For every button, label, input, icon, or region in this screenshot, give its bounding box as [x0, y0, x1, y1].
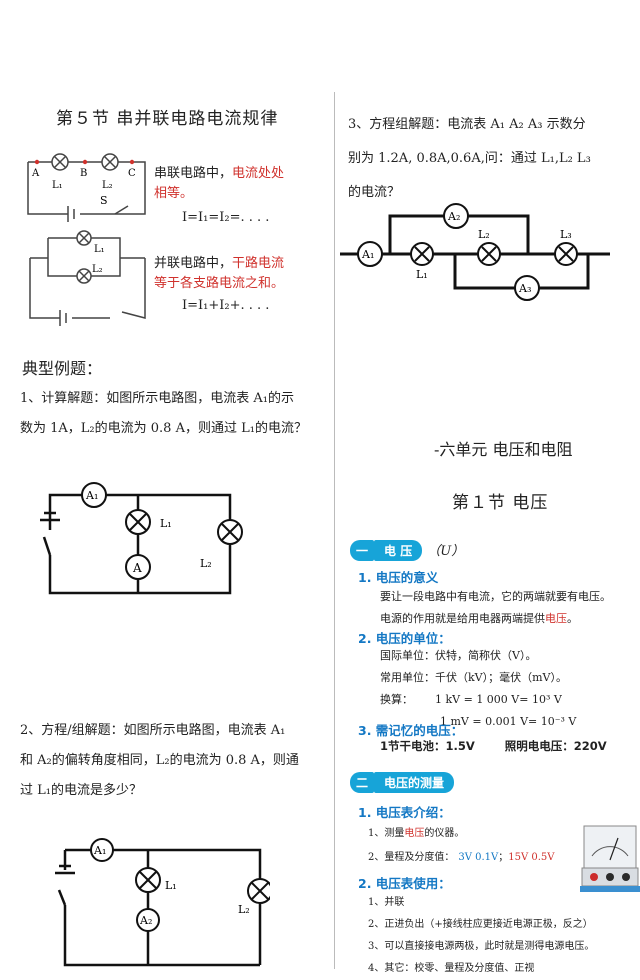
- ammeter-A2-label: A₂: [447, 210, 460, 223]
- question-2: 2、方程/组解题：如图所示电路图，电流表 A₁ 和 A₂的偏转角度相同，L₂的电…: [20, 723, 299, 798]
- label-S: S: [100, 194, 108, 207]
- voltage-meaning-heading: 1. 电压的意义: [358, 570, 439, 585]
- voltage-unit-text: 国际单位：伏特，简称伏（V）。 常用单位：千伏（kV）；毫伏（mV）。 换算：1…: [380, 649, 577, 728]
- series-note: 串联电路中，电流处处 相等。: [154, 166, 285, 201]
- lamp-L2-label: L₂: [238, 903, 250, 916]
- voltmeter-intro-text: 1、测量电压的仪器。 2、量程及分度值：3V 0.1V；15V 0.5V: [368, 828, 555, 863]
- lamp-L3-label: L₃: [560, 228, 572, 241]
- label-L2: L₂: [92, 264, 103, 275]
- label-L2: L₂: [102, 180, 113, 191]
- series-formula: I=I₁=I₂=. . . .: [182, 210, 270, 225]
- parallel-circuit-diagram: L₁ L₂: [29, 230, 146, 326]
- voltage-unit-heading: 2. 电压的单位：: [358, 631, 451, 646]
- ammeter-A1-label: A₁: [361, 248, 374, 261]
- voltage-tag: 一电 压 （U）: [350, 540, 464, 561]
- voltage-memory-heading: 3. 需记忆的电压：: [358, 723, 464, 738]
- parallel-note: 并联电路中，干路电流 等于各支路电流之和。: [154, 256, 285, 291]
- voltmeter-use-heading: 2. 电压表使用：: [358, 876, 451, 891]
- lamp-L2-label: L₂: [200, 557, 212, 570]
- question-3-circuit: A₁ A₂ A₃ L₁ L₂ L₃: [340, 203, 610, 301]
- label-C: C: [128, 168, 136, 179]
- lamp-L1-label: L₁: [165, 879, 177, 892]
- section-title-right: 第１节 电压: [452, 493, 549, 513]
- lamp-L1-label: L₁: [160, 517, 172, 530]
- lamp-L2-label: L₂: [478, 228, 490, 241]
- parallel-formula: I=I₁+I₂+. . . .: [182, 298, 270, 313]
- question-2-circuit: A₁ A₂ L₁ L₂: [55, 838, 270, 967]
- label-L1: L₁: [52, 180, 63, 191]
- voltage-meaning-text: 要让一段电路中有电流，它的两端就要有电压。 电源的作用就是给用电器两端提供电压。: [380, 590, 611, 625]
- unit-title: -六单元 电压和电阻: [434, 440, 573, 459]
- section-title-left: 第５节 串并联电路电流规律: [56, 109, 279, 129]
- label-B: B: [80, 168, 87, 179]
- label-A: A: [31, 168, 40, 179]
- series-circuit-diagram: A B C L₁ L₂ S: [27, 153, 146, 222]
- question-3: 3、方程组解题：电流表 A₁ A₂ A₃ 示数分 别为 1.2A, 0.8A,0…: [348, 117, 591, 200]
- ammeter-A-label: A: [132, 561, 142, 575]
- question-1-circuit: A₁ A L₁ L₂: [40, 482, 243, 595]
- ammeter-A2-label: A₂: [139, 914, 152, 927]
- column-divider: [334, 92, 335, 969]
- voltmeter-use-text: 1、并联 2、正进负出（+接线柱应更接近电源正极，反之） 3、可以直接接电源两极…: [368, 897, 595, 974]
- examples-heading: 典型例题：: [22, 359, 103, 378]
- ammeter-A1-label: A₁: [85, 489, 98, 502]
- ammeter-A3-label: A₃: [518, 282, 531, 295]
- label-L1: L₁: [94, 244, 105, 255]
- voltmeter-image: [580, 825, 640, 892]
- measurement-tag: 二电压的测量: [350, 772, 455, 793]
- ammeter-A1-label: A₁: [93, 844, 106, 857]
- question-1: 1、计算解题：如图所示电路图，电流表 A₁的示 数为 1A，L₂的电流为 0.8…: [20, 391, 307, 436]
- voltmeter-intro-heading: 1. 电压表介绍：: [358, 805, 451, 820]
- lamp-L1-label: L₁: [416, 268, 428, 281]
